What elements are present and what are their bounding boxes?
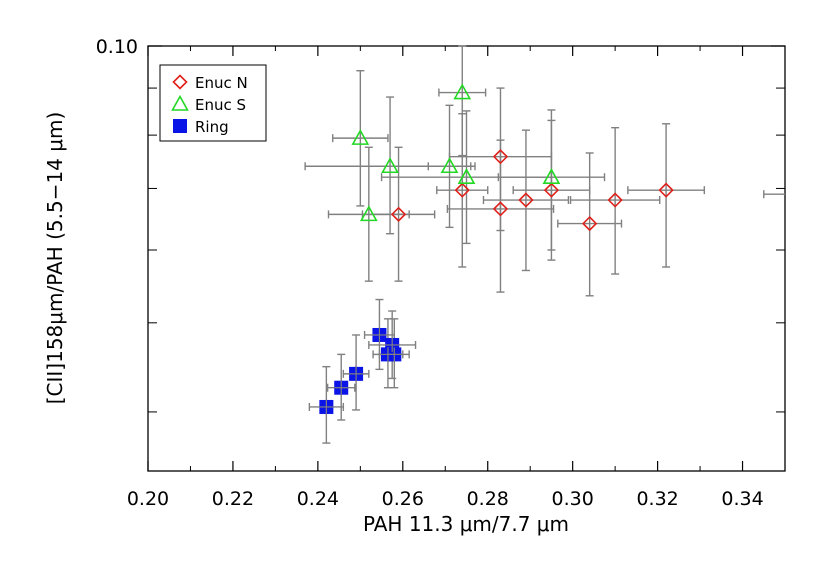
x-tick-label: 0.30 (552, 488, 594, 510)
data-point-enuc-s (453, 83, 472, 100)
data-point-enuc-s (457, 168, 476, 184)
data-point-enuc-n (582, 215, 598, 232)
data-point-enuc-n (390, 206, 407, 222)
x-tick-label: 0.34 (721, 488, 763, 510)
data-markers (319, 83, 674, 414)
data-point-enuc-n (518, 192, 534, 208)
x-tick-label: 0.28 (467, 488, 509, 510)
data-point-enuc-n (454, 182, 470, 198)
legend: Enuc N Enuc S Ring (159, 64, 267, 142)
legend-label: Ring (195, 118, 229, 136)
data-point-enuc-s (359, 205, 378, 222)
x-tick-label: 0.22 (212, 488, 254, 510)
data-point-enuc-s (542, 168, 561, 184)
legend-marker (172, 74, 188, 90)
data-point-enuc-n (543, 182, 560, 198)
data-point-enuc-s (440, 157, 459, 174)
x-axis-label: PAH 11.3 μm/7.7 μm (363, 512, 569, 536)
x-tick-label: 0.20 (127, 488, 169, 510)
plot-frame (147, 45, 786, 472)
legend-label: Enuc S (195, 96, 246, 114)
legend-marker (173, 119, 187, 133)
data-point-enuc-n (492, 149, 509, 165)
x-axis: 0.20 0.22 0.24 0.26 0.28 0.30 0.32 0.34 (127, 46, 764, 510)
y-axis-label: [CII]158μm/PAH (5.5−14 μm) (43, 112, 67, 405)
x-tick-label: 0.24 (297, 488, 339, 510)
legend-label: Enuc N (195, 74, 248, 92)
data-point-enuc-n (658, 182, 674, 198)
data-point-enuc-n (492, 201, 509, 217)
y-axis: 0.10 (96, 36, 785, 413)
data-point-enuc-s (351, 128, 370, 145)
data-point-enuc-s (381, 157, 399, 174)
y-tick-label: 0.10 (96, 36, 138, 58)
x-tick-label: 0.32 (636, 488, 678, 510)
data-point-enuc-n (607, 192, 623, 208)
legend-marker (171, 94, 189, 111)
error-bars (304, 45, 785, 444)
x-tick-label: 0.26 (382, 488, 424, 510)
